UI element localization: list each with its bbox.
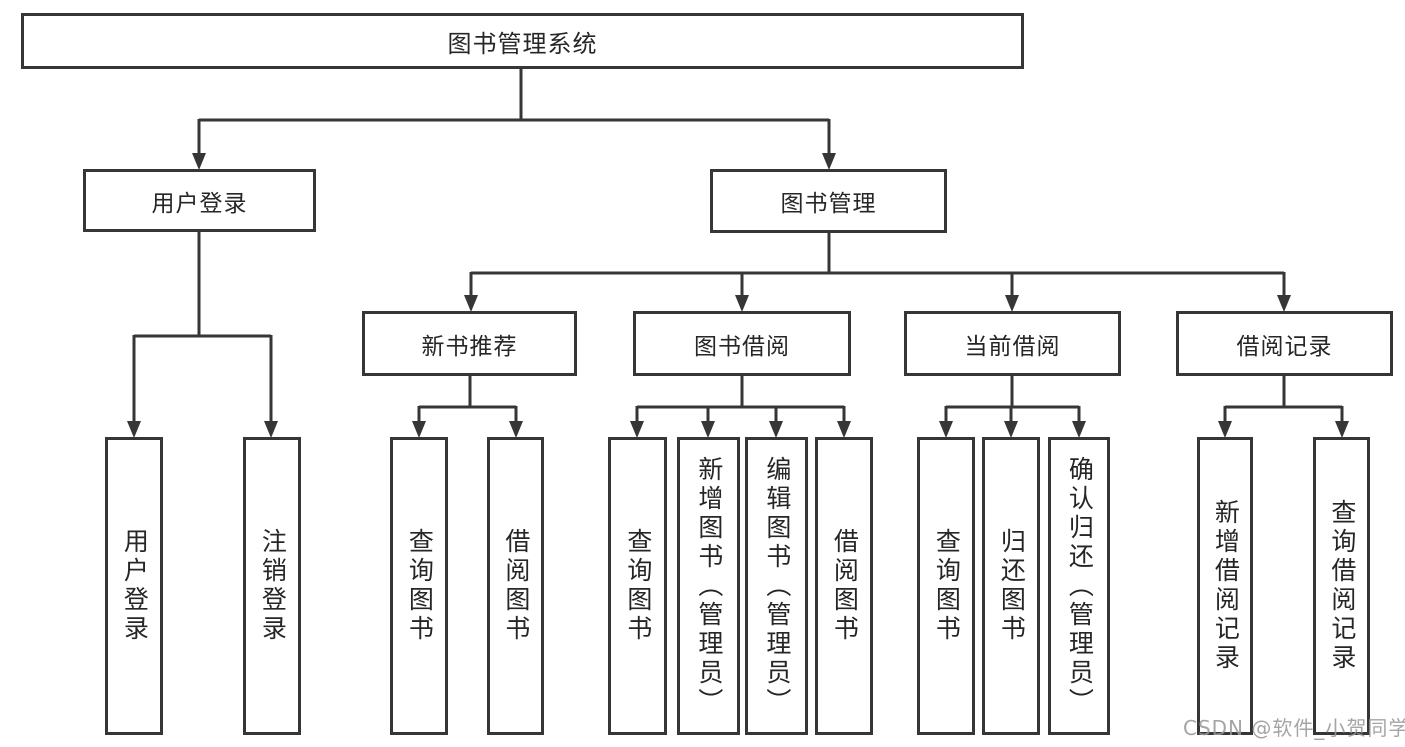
leaf-label: 新增图书（管理员） [694, 455, 724, 717]
leaf-label: 查询图书 [405, 528, 435, 644]
node-new-book-recommend: 新书推荐 [362, 311, 577, 376]
leaf-user-login: 用户登录 [105, 437, 163, 735]
leaf-cb-return-books: 归还图书 [982, 437, 1040, 735]
leaf-label: 查询借阅记录 [1327, 499, 1357, 673]
leaf-label: 确认归还（管理员） [1065, 455, 1095, 717]
leaf-label: 查询图书 [623, 528, 653, 644]
leaf-bb-edit-books-admin: 编辑图书（管理员） [745, 437, 808, 735]
leaf-label: 借阅图书 [501, 528, 531, 644]
leaf-label: 新增借阅记录 [1211, 499, 1241, 673]
leaf-label: 编辑图书（管理员） [762, 455, 792, 717]
node-current-borrow: 当前借阅 [904, 311, 1121, 376]
leaf-bb-query-books: 查询图书 [608, 437, 667, 735]
node-root: 图书管理系统 [21, 13, 1024, 69]
watermark-text: CSDN @软件_小贺同学 [1183, 716, 1405, 740]
leaf-cb-query-books: 查询图书 [917, 437, 975, 735]
node-book-management: 图书管理 [710, 169, 947, 233]
leaf-br-add-record: 新增借阅记录 [1197, 437, 1253, 735]
node-borrow-records: 借阅记录 [1176, 311, 1393, 376]
node-user-login: 用户登录 [83, 169, 316, 232]
leaf-label: 借阅图书 [830, 528, 860, 644]
leaf-label: 用户登录 [120, 528, 150, 644]
arrowheads [127, 153, 1349, 438]
leaf-cb-confirm-return-admin: 确认归还（管理员） [1048, 437, 1110, 735]
leaf-bb-add-books-admin: 新增图书（管理员） [677, 437, 740, 735]
leaf-logout: 注销登录 [243, 437, 301, 735]
leaf-label: 查询图书 [932, 528, 962, 644]
node-book-borrow: 图书借阅 [633, 311, 851, 376]
leaf-nbr-borrow-books: 借阅图书 [487, 437, 544, 735]
leaf-bb-borrow-books: 借阅图书 [815, 437, 873, 735]
leaf-label: 注销登录 [258, 528, 288, 644]
leaf-nbr-query-books: 查询图书 [390, 437, 448, 735]
leaf-br-query-record: 查询借阅记录 [1313, 437, 1370, 735]
leaf-label: 归还图书 [997, 528, 1027, 644]
